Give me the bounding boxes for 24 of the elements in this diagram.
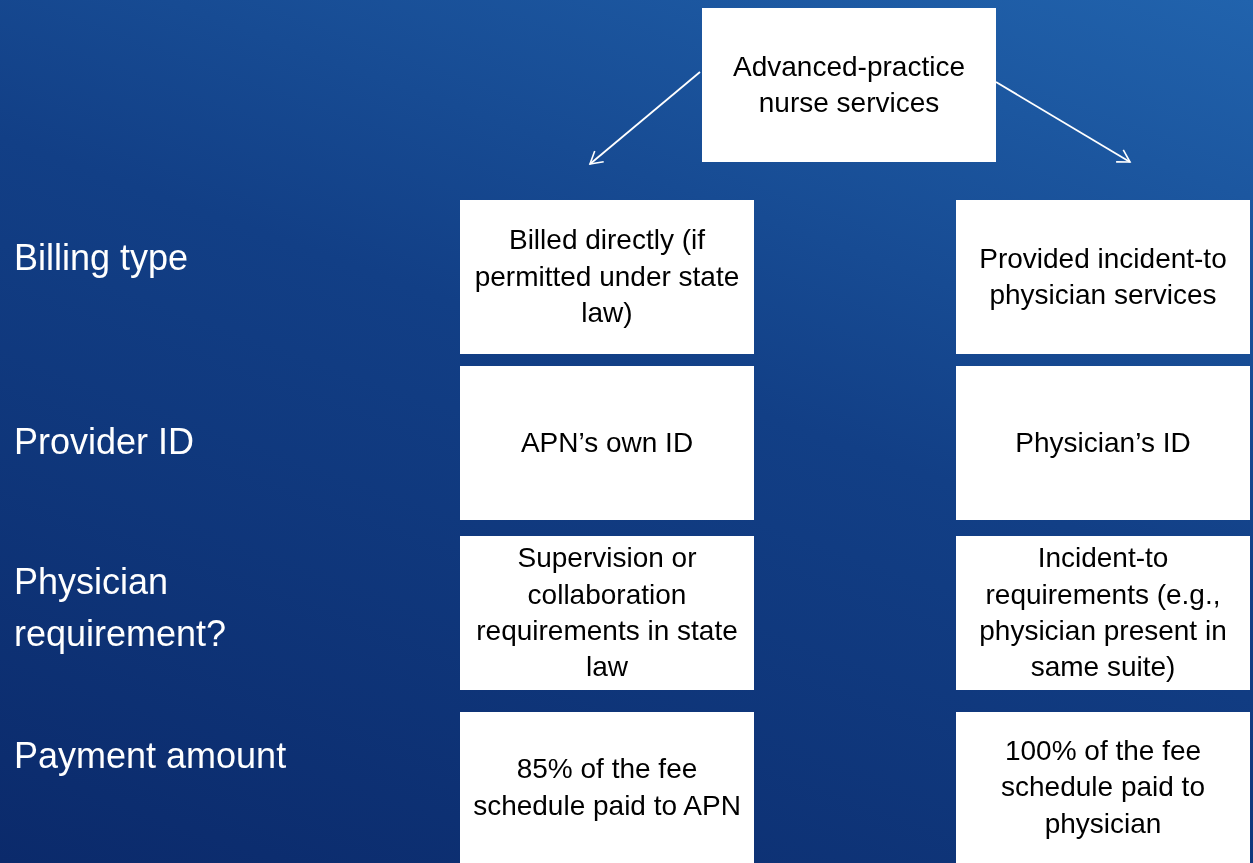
box-text: Incident-to requirements (e.g., physician present in same suite) [978,541,1228,685]
provider-id-box [460,366,754,520]
box-text: Advanced-practice nurse services [732,49,966,120]
provider-id-box [956,366,1250,520]
box-text: 85% of the fee schedule paid to APN [472,752,742,823]
arrow [589,71,701,165]
box-text: Billed directly (if permitted under state law) [473,223,741,331]
payment-box [956,712,1250,863]
requirement-box [460,536,754,690]
box-text: Physician’s ID [1015,425,1191,460]
arrow [995,81,1131,163]
box-text: Provided incident-to physician services [978,241,1228,312]
row-label: Billing type [14,236,190,280]
row-label: Provider ID [14,420,196,464]
box-text: Supervision or collaboration requirements in state law [475,541,739,685]
billing-box [460,200,754,354]
row-label: Payment amount [14,734,288,778]
row-label: Physician requirement? [14,560,228,657]
box-text: APN’s own ID [520,425,694,460]
requirement-box [956,536,1250,690]
billing-box [956,200,1250,354]
box-text: 100% of the fee schedule paid to physician [1000,733,1206,841]
service-box [702,8,996,162]
payment-box [460,712,754,863]
